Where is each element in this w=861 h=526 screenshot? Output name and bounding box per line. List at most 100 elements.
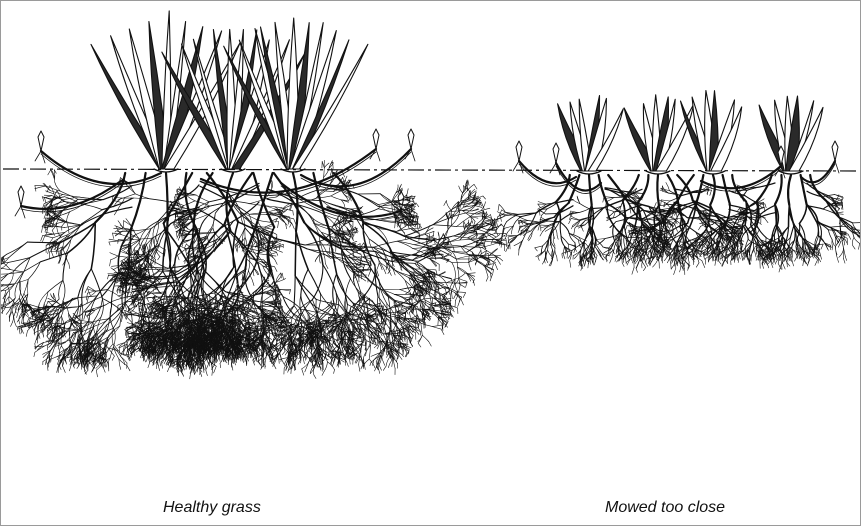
root-strand xyxy=(57,223,59,234)
root-hair xyxy=(325,264,328,269)
root-strand xyxy=(10,270,23,272)
root-strand xyxy=(1,285,3,290)
root-strand xyxy=(276,279,286,283)
root-strand xyxy=(40,253,67,262)
root-strand xyxy=(125,194,136,198)
root-hair xyxy=(151,261,154,265)
root-hair xyxy=(47,365,48,371)
root-hair xyxy=(433,231,434,238)
root-hair xyxy=(43,204,45,209)
root-hair xyxy=(331,301,332,305)
root-strand xyxy=(243,228,245,239)
root-strand xyxy=(82,210,102,224)
root-strand xyxy=(1,274,8,282)
root-hair xyxy=(285,351,287,355)
root-hair xyxy=(275,267,277,272)
root-hair xyxy=(293,211,294,215)
root-hair xyxy=(45,198,47,204)
root-strand xyxy=(9,242,28,257)
root-strand xyxy=(110,253,118,256)
root-strand xyxy=(103,299,123,313)
root-strand xyxy=(394,294,404,299)
root-hair xyxy=(63,366,66,373)
runner-shoot xyxy=(408,129,414,149)
root-strand xyxy=(63,253,68,280)
root-strand xyxy=(5,297,9,304)
root-strand xyxy=(397,241,413,248)
root-hair xyxy=(334,370,335,374)
root-hair xyxy=(282,273,283,279)
root-strand xyxy=(109,326,120,340)
rhizome xyxy=(21,181,121,209)
root-strand xyxy=(135,229,151,231)
root-strand xyxy=(425,228,433,234)
root-hair xyxy=(69,264,70,269)
root-hair xyxy=(289,217,290,221)
root-strand xyxy=(194,173,213,228)
root-strand xyxy=(65,225,81,227)
root-hair xyxy=(17,311,19,318)
root-strand xyxy=(320,241,326,252)
root-strand xyxy=(48,280,63,292)
root-strand xyxy=(51,323,65,324)
root-strand xyxy=(118,221,123,228)
root-hair xyxy=(361,255,362,261)
root-hair xyxy=(52,230,54,235)
root-strand xyxy=(206,360,209,369)
root-hair xyxy=(258,361,260,365)
root-hair xyxy=(278,222,279,228)
root-strand xyxy=(122,346,128,352)
root-strand xyxy=(113,347,119,359)
root-hair xyxy=(212,370,213,376)
root-hair xyxy=(214,366,217,373)
root-strand xyxy=(312,265,322,300)
root-strand xyxy=(166,173,168,231)
root-strand xyxy=(80,204,102,210)
root-strand xyxy=(146,256,168,268)
root-strand xyxy=(323,265,336,293)
root-strand xyxy=(111,256,118,260)
root-hair xyxy=(302,369,304,375)
healthy-grass-leaves xyxy=(91,11,368,172)
root-strand xyxy=(88,289,96,291)
root-strand xyxy=(1,272,13,280)
root-strand xyxy=(30,243,59,258)
root-hair xyxy=(125,331,126,335)
root-hair xyxy=(96,370,97,377)
root-strand xyxy=(302,361,309,369)
root-hair xyxy=(290,290,291,294)
root-hair xyxy=(148,362,150,368)
root-hair xyxy=(155,260,156,265)
root-hair xyxy=(274,365,276,369)
root-strand xyxy=(64,328,78,330)
runner-shoot xyxy=(38,131,44,151)
root-hair xyxy=(19,320,20,324)
root-hair xyxy=(110,260,111,266)
root-strand xyxy=(59,346,61,355)
root-hair xyxy=(279,243,280,249)
root-hair xyxy=(107,362,108,367)
root-strand xyxy=(247,259,254,268)
root-hair xyxy=(60,366,62,369)
root-strand xyxy=(150,199,173,203)
root-hair xyxy=(62,361,63,366)
root-strand xyxy=(413,247,426,248)
root-hair xyxy=(314,375,316,379)
root-hair xyxy=(286,225,287,229)
root-hair xyxy=(206,371,208,376)
runner-shoot xyxy=(373,129,379,149)
root-hair xyxy=(368,270,371,277)
root-strand xyxy=(149,291,157,297)
root-hair xyxy=(277,252,278,255)
root-strand xyxy=(45,232,54,234)
root-strand xyxy=(324,362,327,372)
healthy-grass-plant xyxy=(1,11,509,379)
root-strand xyxy=(124,221,132,227)
root-strand xyxy=(63,280,65,301)
root-hair xyxy=(26,331,27,337)
root-strand xyxy=(119,359,127,366)
root-strand xyxy=(430,259,439,265)
root-hair xyxy=(232,364,233,371)
root-hair xyxy=(190,373,191,378)
